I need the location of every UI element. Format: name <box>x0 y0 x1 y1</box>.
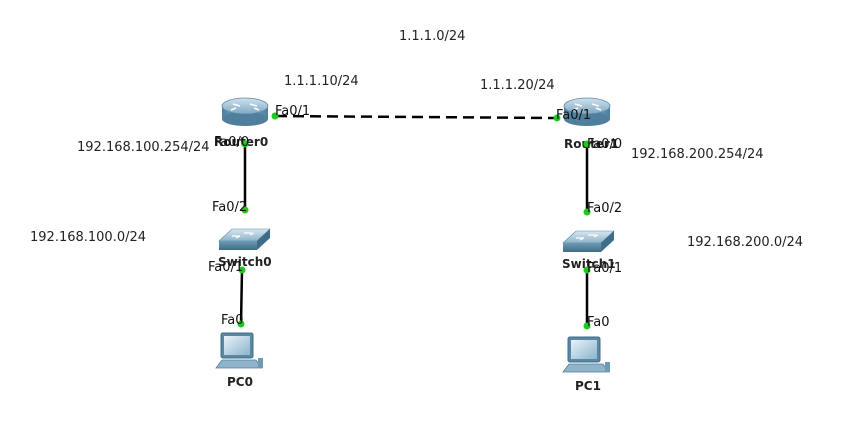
device-name-pc0: PC0 <box>227 375 253 389</box>
port-label-router1-lan: Fa0/0 <box>587 137 622 152</box>
port-label-router0-wan: Fa0/1 <box>275 104 310 119</box>
port-label-switch0-up: Fa0/2 <box>212 200 247 215</box>
link-up-dot <box>553 114 561 122</box>
right-lan-network-label: 192.168.200.0/24 <box>687 235 803 250</box>
pc0[interactable]: PC0 <box>215 332 263 389</box>
switch-icon <box>218 228 271 250</box>
link-up-dot <box>583 140 591 148</box>
port-label-router1-wan: Fa0/1 <box>556 108 591 123</box>
switch0[interactable]: Switch0 <box>218 228 272 269</box>
link-up-dot <box>241 206 249 214</box>
device-name-router1: Router1 <box>564 137 618 151</box>
router0-wan-address: 1.1.1.10/24 <box>284 74 359 89</box>
port-label-pc0-nic: Fa0 <box>221 313 244 328</box>
switch0-pc0-cable[interactable] <box>239 269 244 325</box>
link-up-dot <box>238 266 246 274</box>
router1-wan-address: 1.1.1.20/24 <box>480 78 555 93</box>
device-name-router0: Router0 <box>214 135 268 149</box>
link-up-dot <box>583 266 591 274</box>
link-status-indicators <box>237 112 591 330</box>
port-label-switch0-down: Fa0/1 <box>208 260 243 275</box>
router0-lan-address: 192.168.100.254/24 <box>77 140 210 155</box>
link-up-dot <box>271 112 279 120</box>
port-label-router0-lan: Fa0/0 <box>214 135 249 150</box>
device-name-switch1: Switch1 <box>562 257 616 271</box>
link-up-dot <box>583 322 591 330</box>
wan-link-cable[interactable] <box>275 114 557 120</box>
switch1[interactable]: Switch1 <box>562 230 616 271</box>
pc1[interactable]: PC1 <box>562 336 610 393</box>
router1[interactable]: Router1 <box>563 97 618 151</box>
port-label-switch1-down: Fa0/1 <box>587 261 622 276</box>
switch-icon <box>562 230 615 252</box>
link-up-dot <box>583 208 591 216</box>
port-label-switch1-up: Fa0/2 <box>587 201 622 216</box>
computer-icon <box>215 332 263 369</box>
wan-network-label: 1.1.1.0/24 <box>399 29 465 44</box>
router-icon <box>563 97 611 126</box>
link-up-dot <box>237 320 245 328</box>
computer-icon <box>562 336 610 373</box>
left-lan-network-label: 192.168.100.0/24 <box>30 230 146 245</box>
router0[interactable]: Router0 <box>214 97 269 149</box>
router1-lan-address: 192.168.200.254/24 <box>631 147 764 162</box>
device-name-pc1: PC1 <box>575 379 601 393</box>
device-name-switch0: Switch0 <box>218 255 272 269</box>
link-up-dot <box>241 140 249 148</box>
port-label-pc1-nic: Fa0 <box>587 315 610 330</box>
router-icon <box>221 97 269 126</box>
